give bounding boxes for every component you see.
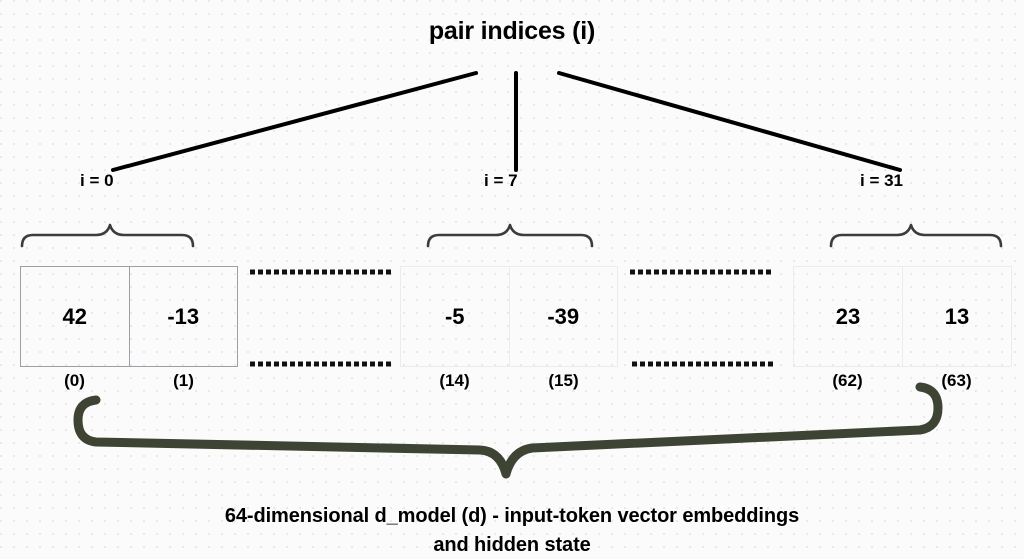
index-label-7: i = 7: [484, 171, 518, 190]
top-brace-pair-31: [829, 223, 1003, 248]
cell-value-62: 23: [793, 266, 903, 367]
index-label-31: i = 31: [860, 171, 904, 190]
pair-group-7: -5 -39: [400, 266, 618, 367]
top-brace-pair-7: [426, 223, 594, 248]
bottom-brace-d-model: [73, 382, 943, 479]
cell-index-0: (0): [64, 371, 85, 390]
cell-index-15: (15): [548, 371, 579, 390]
pointer-line-to-i-31: [557, 71, 902, 172]
index-label-0: i = 0: [80, 171, 114, 190]
page-title: pair indices (i): [428, 17, 596, 45]
top-brace-pair-0: [20, 223, 195, 248]
cell-index-14: (14): [439, 371, 470, 390]
pair-group-0: 42 -13: [20, 266, 238, 367]
pair-group-31: 23 13: [793, 266, 1012, 367]
cell-value-0: 42: [20, 266, 130, 367]
cell-value-1: -13: [128, 266, 238, 367]
cell-index-63: (63): [941, 371, 972, 390]
caption-line-2: and hidden state: [433, 534, 591, 556]
caption-block: 64-dimensional d_model (d) - input-token…: [0, 502, 1024, 559]
cell-index-62: (62): [832, 371, 863, 390]
cell-value-63: 13: [902, 266, 1012, 367]
caption-line-1: 64-dimensional d_model (d) - input-token…: [224, 505, 800, 527]
cell-value-14: -5: [400, 266, 510, 367]
cell-index-1: (1): [173, 371, 194, 390]
pointer-line-to-i-0: [111, 71, 478, 172]
cell-value-15: -39: [508, 266, 618, 367]
